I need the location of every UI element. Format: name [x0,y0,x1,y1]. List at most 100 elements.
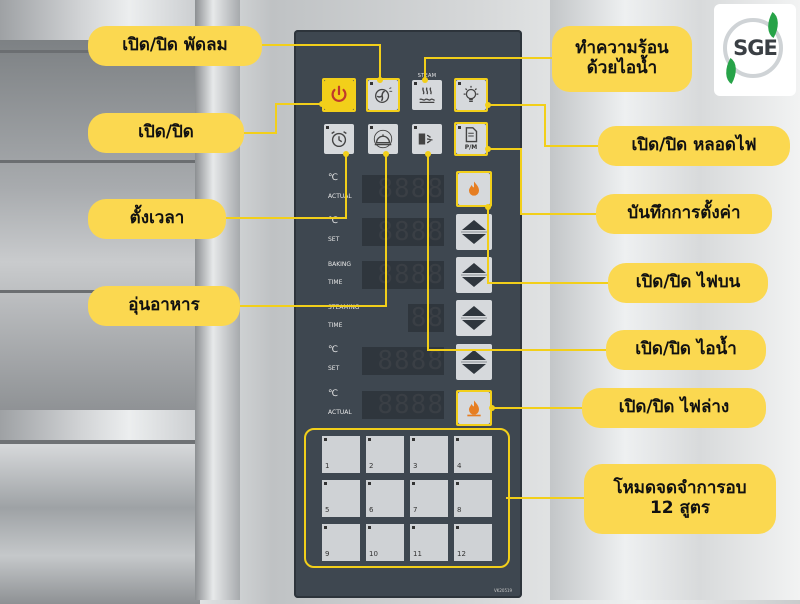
preset-button[interactable]: 8 [454,480,492,517]
indicator-led [458,82,461,85]
up-down-arrows-icon [461,350,487,374]
preset-number: 10 [369,550,378,558]
steam-heat-button[interactable]: STEAM [412,73,442,110]
preset-button[interactable]: 9 [322,524,360,561]
baking-time-stepper[interactable] [456,257,492,293]
indicator-led [324,482,327,485]
indicator-led [370,82,373,85]
preset-button[interactable]: 4 [454,436,492,473]
callout-lamp: เปิด/ปิด หลอดไฟ [598,126,790,166]
preset-number: 11 [413,550,422,558]
indicator-led [412,438,415,441]
serial-number: VK20519 [494,588,513,593]
indicator-led [412,482,415,485]
lamp-icon [463,85,479,103]
oven-rail [0,160,195,163]
preset-number: 1 [325,462,330,470]
seven-segment-digits: 88 [408,303,444,333]
fan-icon [375,87,393,103]
food-warmer-icon [373,129,393,149]
callout-fan: เปิด/ปิด พัดลม [88,26,262,66]
indicator-led [412,526,415,529]
steam-button-label: STEAM [417,73,437,79]
timer-button[interactable] [324,124,354,154]
save-settings-button[interactable]: P/M [456,124,486,154]
callout-steam-heat: ทำความร้อน ด้วยไอน้ำ [552,26,692,92]
fan-button[interactable] [368,80,398,110]
preset-number: 5 [325,506,330,514]
preset-button[interactable]: 10 [366,524,404,561]
preset-button[interactable]: 5 [322,480,360,517]
indicator-led [456,526,459,529]
callout-bottom-heat: เปิด/ปิด ไฟล่าง [582,388,766,428]
set-temp-top-stepper[interactable] [456,214,492,250]
save-highlight [454,122,488,156]
actual-temp-bottom-display: ℃ ACTUAL 8888 [328,389,444,420]
pm-label: P/M [464,144,478,151]
up-down-arrows-icon [461,306,487,330]
logo-text: SGE [733,36,778,60]
callout-warm: อุ่นอาหาร [88,286,240,326]
callout-timer: ตั้งเวลา [88,199,226,239]
oven-door-handle [0,440,200,604]
preset-number: 2 [369,462,374,470]
flame-icon [467,400,481,417]
indicator-led [414,126,417,129]
lamp-highlight [454,78,488,112]
preset-number: 3 [413,462,418,470]
indicator-led [324,438,327,441]
preset-button[interactable]: 7 [410,480,448,517]
document-icon [465,127,478,143]
steaming-time-display: STEAMING TIME 88 [328,303,444,333]
steam-icon [419,87,435,103]
seven-segment-digits: 8888 [362,217,444,247]
indicator-led [324,526,327,529]
steam-jet-icon [418,133,433,145]
alarm-clock-icon [331,131,347,148]
indicator-led [368,438,371,441]
power-button[interactable] [324,80,354,110]
set-temp-top-display: ℃ SET 8888 [328,216,444,247]
power-highlight [322,78,356,112]
indicator-led [458,126,461,129]
callout-save: บันทึกการตั้งค่า [596,194,772,234]
actual-temp-top-display: ℃ ACTUAL 8888 [328,173,444,204]
preset-button[interactable]: 12 [454,524,492,561]
bottom-heat-button[interactable] [458,392,490,424]
seven-segment-digits: 8888 [362,346,444,376]
logo-ring [723,18,783,78]
preset-number: 6 [369,506,374,514]
indicator-led [456,438,459,441]
steaming-time-stepper[interactable] [456,300,492,336]
callout-modes: โหมดจดจำการอบ 12 สูตร [584,464,776,534]
preset-button[interactable]: 1 [322,436,360,473]
indicator-led [456,482,459,485]
preset-number: 12 [457,550,466,558]
callout-top-heat: เปิด/ปิด ไฟบน [608,263,768,303]
preset-number: 4 [457,462,462,470]
indicator-led [370,126,373,129]
set-temp-bottom-stepper[interactable] [456,344,492,380]
baking-time-display: BAKING TIME 8888 [328,260,444,290]
fan-highlight [366,78,400,112]
preset-button[interactable]: 6 [366,480,404,517]
warm-button[interactable] [368,124,398,154]
indicator-led [414,82,417,85]
preset-number: 8 [457,506,462,514]
seven-segment-digits: 8888 [362,390,444,420]
indicator-led [326,126,329,129]
callout-power: เปิด/ปิด [88,113,244,153]
preset-button[interactable]: 3 [410,436,448,473]
seven-segment-digits: 8888 [362,260,444,290]
power-icon [331,85,347,102]
bottom-heat-highlight [456,390,492,426]
lamp-button[interactable] [456,80,486,110]
preset-button[interactable]: 11 [410,524,448,561]
top-heat-highlight [456,171,492,207]
preset-button[interactable]: 2 [366,436,404,473]
preset-number: 9 [325,550,330,558]
steam-button[interactable] [412,124,442,154]
seven-segment-digits: 8888 [362,174,444,204]
set-temp-bottom-display: ℃ SET 8888 [328,345,444,376]
callout-steam: เปิด/ปิด ไอน้ำ [606,330,766,370]
